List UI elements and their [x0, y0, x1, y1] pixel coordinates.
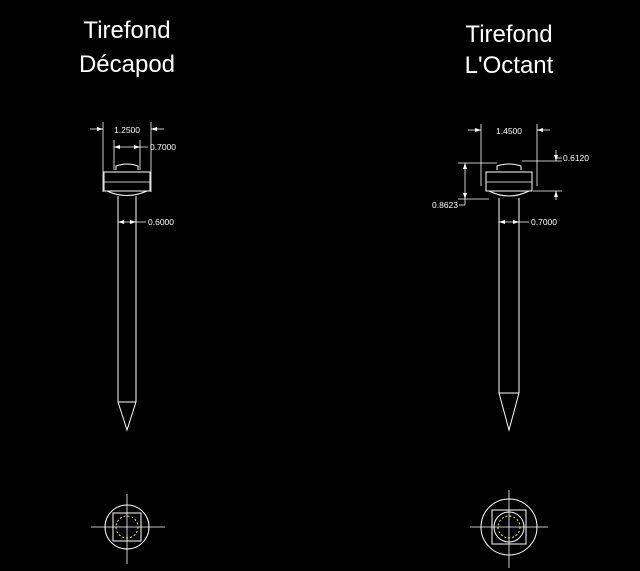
right-top-view	[470, 490, 548, 568]
left-screw-shank	[117, 196, 137, 432]
left-shank-width-label: 0.6000	[148, 217, 174, 227]
left-title-line1: Tirefond	[83, 17, 170, 44]
left-head-width-dimension: 1.2500	[90, 122, 164, 192]
right-screw-head	[485, 163, 533, 197]
right-head-height-dimension: 0.8623	[432, 162, 497, 210]
left-head-width-label: 1.2500	[114, 125, 140, 135]
left-top-view	[91, 494, 165, 564]
right-screw-shank	[498, 198, 520, 432]
right-shank-width-dimension: 0.7000	[499, 217, 557, 227]
right-head-width-label: 1.4500	[496, 126, 522, 136]
right-title-line1: Tirefond	[465, 21, 552, 48]
left-top-width-label: 0.7000	[150, 142, 176, 152]
left-top-width-dimension: 0.7000	[113, 140, 176, 170]
right-top-height-dimension: 0.6120	[522, 150, 589, 200]
right-shank-width-label: 0.7000	[531, 217, 557, 227]
right-head-width-dimension: 1.4500	[468, 124, 550, 186]
left-drawing: Tirefond Décapod 1.2500 0.7000	[79, 17, 176, 564]
right-title-line2: L'Octant	[465, 52, 554, 79]
left-screw-head	[103, 163, 151, 196]
right-head-height-label: 0.8623	[432, 200, 458, 210]
left-title-line2: Décapod	[79, 51, 175, 78]
right-drawing: Tirefond L'Octant 1.4500	[432, 21, 589, 568]
right-top-height-label: 0.6120	[563, 153, 589, 163]
left-shank-width-dimension: 0.6000	[118, 217, 174, 227]
